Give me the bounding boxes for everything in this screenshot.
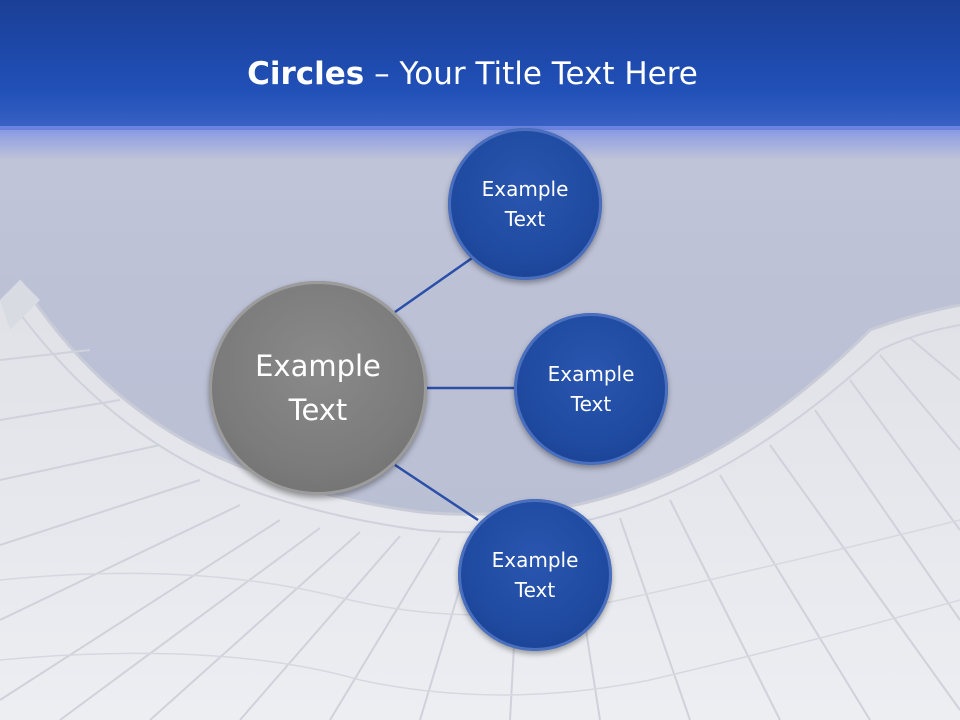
connector-3: [394, 463, 479, 522]
satellite-circle-1-line1: Example: [481, 177, 569, 201]
center-circle: Example Text: [209, 281, 427, 495]
connector-1: [394, 254, 476, 314]
satellite-circle-3-line2: Text: [514, 578, 556, 602]
satellite-circle-3: Example Text: [458, 499, 612, 651]
center-circle-line2: Text: [288, 393, 348, 427]
slide-title: Circles – Your Title Text Here: [0, 52, 945, 96]
satellite-circle-1: Example Text: [448, 128, 602, 280]
satellite-circle-3-line1: Example: [491, 548, 579, 572]
center-circle-line1: Example: [255, 349, 381, 383]
satellite-circle-2-line2: Text: [570, 392, 612, 416]
title-rest: – Your Title Text Here: [364, 56, 698, 92]
satellite-circle-2-line1: Example: [547, 362, 635, 386]
title-bold: Circles: [247, 56, 365, 92]
satellite-circle-1-line2: Text: [504, 207, 546, 231]
title-bar: [0, 0, 960, 130]
satellite-circle-2: Example Text: [514, 313, 668, 465]
